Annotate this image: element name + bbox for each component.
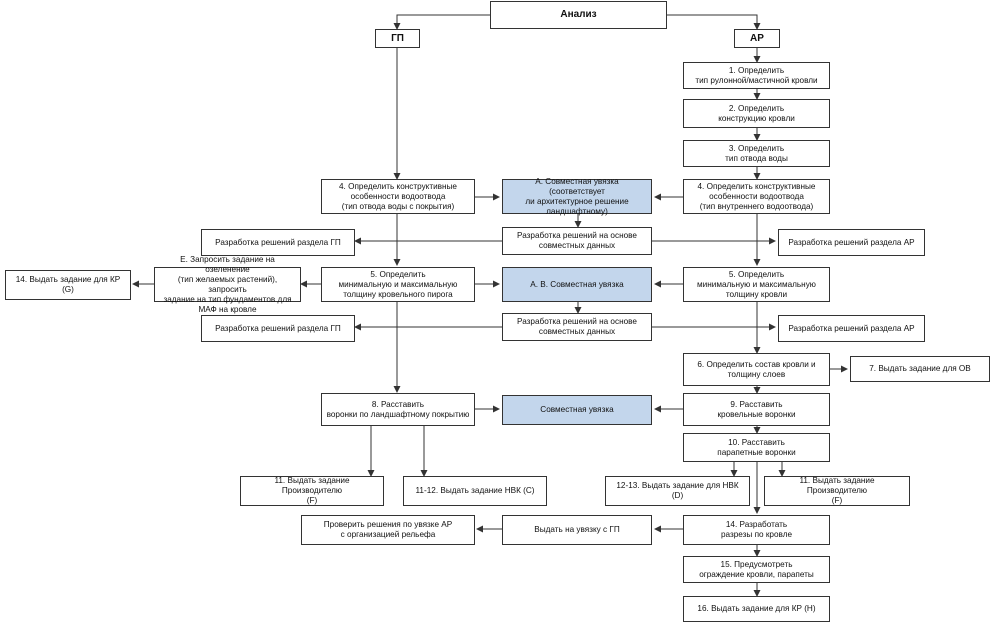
joint-coordination-ab-box: А. В. Совместная увязка	[502, 267, 652, 302]
ar-task-12-13-nvk-box: 12-13. Выдать задание для НВК (D)	[605, 476, 750, 506]
ar-step-2-box: 2. Определить конструкцию кровли	[683, 99, 830, 128]
ar-step-10-box: 10. Расставить парапетные воронки	[683, 433, 830, 462]
gp-step-5-box: 5. Определить минимальную и максимальную…	[321, 267, 475, 302]
joint-development-1-box: Разработка решений на основе совместных …	[502, 227, 652, 255]
joint-coordination-c-box: Совместная увязка	[502, 395, 652, 425]
gp-check-relief-box: Проверить решения по увязке АР с организ…	[301, 515, 475, 545]
ar-step-1-box: 1. Определить тип рулонной/мастичной кро…	[683, 62, 830, 89]
ar-step-4-box: 4. Определить конструктивные особенности…	[683, 179, 830, 214]
ar-step-5-box: 5. Определить минимальную и максимальную…	[683, 267, 830, 302]
gp-development-1-box: Разработка решений раздела ГП	[201, 229, 355, 256]
ar-task-11-manufacturer-box: 11. Выдать задание Производителю (F)	[764, 476, 910, 506]
gp-step-4-box: 4. Определить конструктивные особенности…	[321, 179, 475, 214]
joint-development-2-box: Разработка решений на основе совместных …	[502, 313, 652, 341]
ar-development-2-box: Разработка решений раздела АР	[778, 315, 925, 342]
gp-development-2-box: Разработка решений раздела ГП	[201, 315, 355, 342]
gp-step-8-box: 8. Расставить воронки по ландшафтному по…	[321, 393, 475, 426]
gp-task-11-manufacturer-box: 11. Выдать задание Производителю (F)	[240, 476, 384, 506]
ar-task-16-kr-box: 16. Выдать задание для КР (Н)	[683, 596, 830, 622]
analysis-title-box: Анализ	[490, 1, 667, 29]
kr-task-g-box: 14. Выдать задание для КР (G)	[5, 270, 131, 300]
issue-to-gp-box: Выдать на увязку с ГП	[502, 515, 652, 545]
ar-development-1-box: Разработка решений раздела АР	[778, 229, 925, 256]
ov-task-7-box: 7. Выдать задание для ОВ	[850, 356, 990, 382]
ar-step-3-box: 3. Определить тип отвода воды	[683, 140, 830, 167]
ar-header-box: АР	[734, 29, 780, 48]
ar-step-9-box: 9. Расставить кровельные воронки	[683, 393, 830, 426]
e-request-landscaping-box: Е. Запросить задание на озеленение (тип …	[154, 255, 301, 314]
joint-coordination-a-box: А. Совместная увязка (соответствует ли а…	[502, 177, 652, 216]
gp-header-box: ГП	[375, 29, 420, 48]
gp-task-11-12-nvk-box: 11-12. Выдать задание НВК (С)	[403, 476, 547, 506]
arrow-analiz-to-ar	[667, 14, 761, 30]
ar-step-15-box: 15. Предусмотреть ограждение кровли, пар…	[683, 556, 830, 583]
ar-step-6-box: 6. Определить состав кровли и толщину сл…	[683, 353, 830, 386]
ar-step-14-box: 14. Разработать разрезы по кровле	[683, 515, 830, 545]
arrow-analiz-to-gp	[393, 14, 490, 30]
